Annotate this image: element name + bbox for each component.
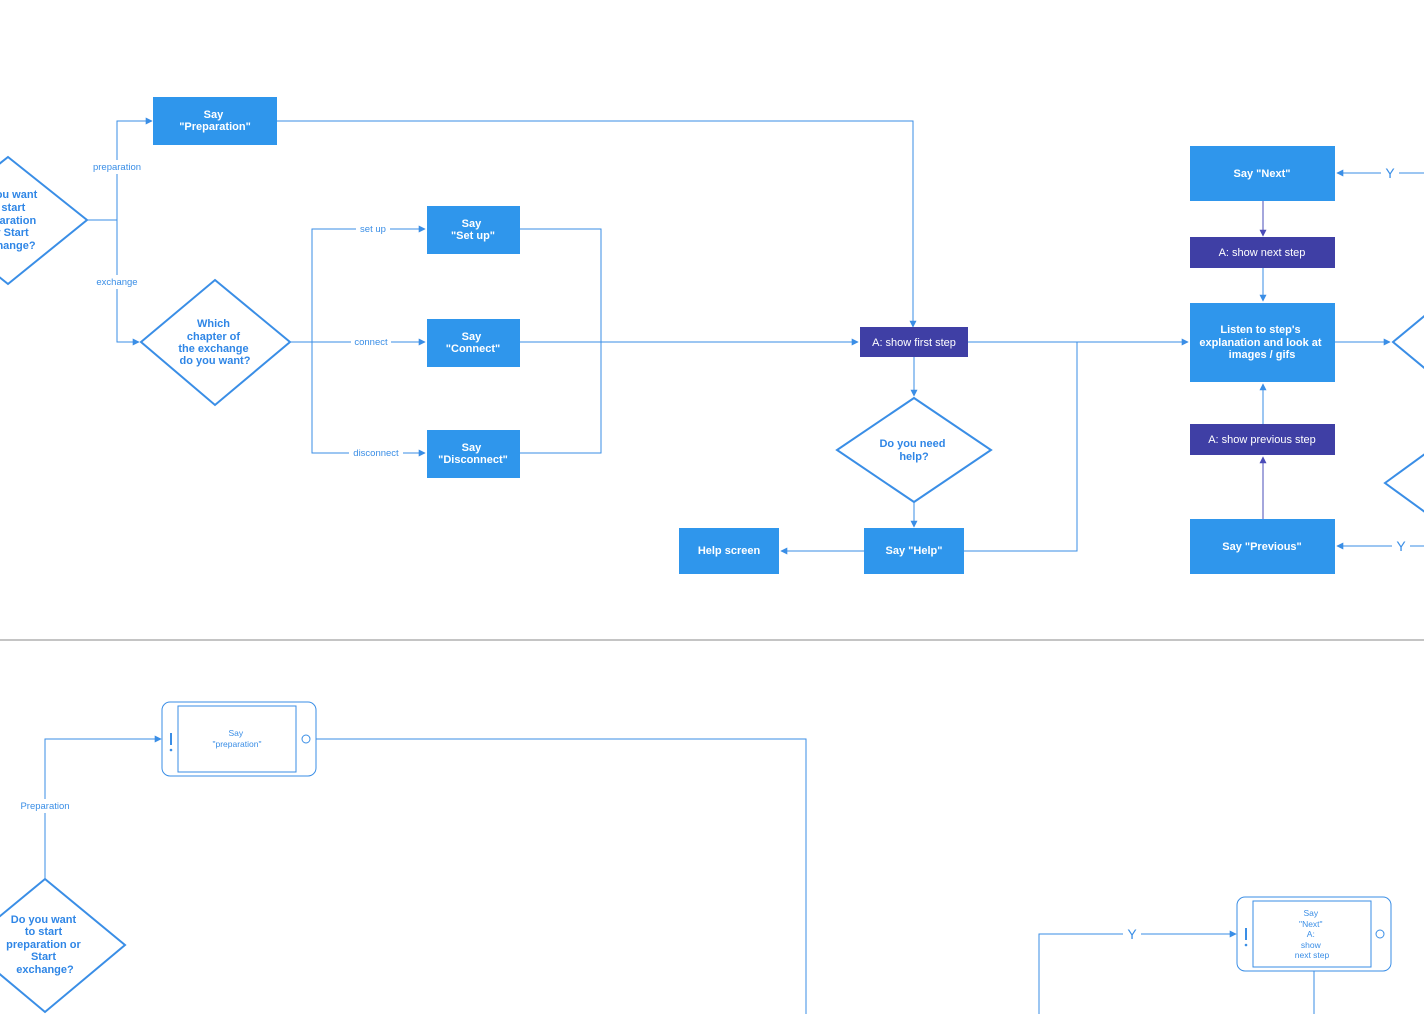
say-setup-box: Say "Set up" [427,206,520,254]
phone-preparation: Say "preparation" [161,701,317,777]
svg-text:Do you need help?: Do you need help? [879,438,948,463]
edge-bottom-yes-to-next [1038,930,1237,1014]
phone-next: Say "Next" A: show next step [1236,896,1392,972]
yes-label-previous: Y [1396,538,1406,554]
svg-text:Say "Next" A:: Say "Next" A: show next step [1295,908,1330,960]
svg-text:A: show next step: A: show next step [1219,247,1306,259]
svg-text:Help screen: Help screen [698,545,761,557]
say-help-box: Say "Help" [864,528,964,574]
edge-say-help-return [964,342,1078,552]
edge-start-to-chapter [116,220,140,346]
svg-text:Say "preparation": Say "preparation" [212,728,261,749]
svg-text:ou want o start pa: ou want o start paration r Start hange? [0,189,40,252]
listen-step-box: Listen to step's explanation and look at… [1190,303,1335,382]
show-previous-step-action: A: show previous step [1190,424,1335,455]
svg-text:A: show first step: A: show first step [872,337,956,349]
chapter-decision-diamond: Which chapter of the exchange do you wan… [139,278,292,407]
svg-text:A: show previous step: A: show previous step [1208,434,1316,446]
previous-decision-diamond-partial [1383,453,1424,513]
bottom-branch-label-preparation: Preparation [20,801,69,812]
svg-text:Say "Preparation": Say "Preparation" [179,109,251,133]
svg-text:Say "Connect": Say "Connect" [446,331,500,355]
show-next-step-action: A: show next step [1190,237,1335,268]
branch-label-connect: connect [354,337,388,348]
branch-label-exchange: exchange [96,277,137,288]
branch-label-setup: set up [360,224,386,235]
edge-chapter-to-setup [290,225,426,343]
svg-text:Say "Help": Say "Help" [886,545,943,557]
say-next-box: Say "Next" [1190,146,1335,201]
svg-text:Listen to step's explana: Listen to step's explanation and look at… [1199,324,1324,361]
svg-text:Do you want to start: Do you want to start preparation or Star… [6,914,84,976]
yes-label-next: Y [1385,165,1395,181]
say-previous-box: Say "Previous" [1190,519,1335,574]
branch-label-preparation: preparation [93,162,141,173]
next-decision-diamond-partial [1391,314,1424,370]
edge-bottom-start-to-preparation [44,735,162,879]
svg-text:Say "Next": Say "Next" [1234,168,1291,180]
say-preparation-box: Say "Preparation" [153,97,277,145]
edge-preparation-to-first-step [277,120,917,328]
say-connect-box: Say "Connect" [427,319,520,367]
bottom-yes-label: Y [1127,926,1137,942]
edge-chapter-to-disconnect [311,342,426,457]
help-screen-box: Help screen [679,528,779,574]
help-decision-diamond: Do you need help? [835,396,993,504]
svg-text:Say "Set up": Say "Set up" [451,218,495,242]
bottom-start-decision-diamond: Do you want to start preparation or Star… [0,877,127,1014]
svg-text:Say "Previous": Say "Previous" [1222,541,1302,553]
edge-bottom-preparation-flow [316,738,807,1014]
show-first-step-action: A: show first step [860,327,968,357]
branch-label-disconnect: disconnect [353,448,399,459]
svg-text:Say "Disconnect": Say "Disconnect" [438,442,508,466]
svg-text:Which chapter of t: Which chapter of the exchange do you wan… [178,318,251,367]
say-disconnect-box: Say "Disconnect" [427,430,520,478]
edge-chapters-merge [520,228,602,454]
start-decision-diamond: ou want o start paration r Start hange? [0,155,89,286]
